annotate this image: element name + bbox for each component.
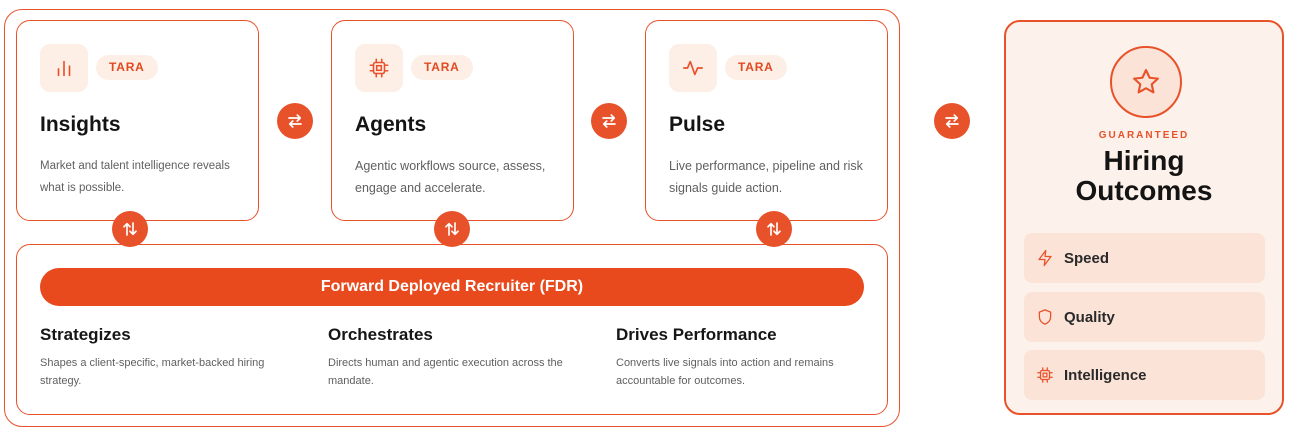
fdr-column-title: Drives Performance	[616, 325, 777, 344]
insights-card: TARA Insights Market and talent intellig…	[16, 20, 259, 221]
pulse-card: TARA Pulse Live performance, pipeline an…	[645, 20, 888, 221]
fdr-column-drives-performance: Drives Performance Converts live signals…	[616, 325, 871, 390]
swap-vertical-icon	[434, 211, 470, 247]
tara-badge: TARA	[96, 55, 158, 80]
card-description: Market and talent intelligence reveals w…	[40, 160, 230, 194]
card-description: Agentic workflows source, assess, engage…	[355, 159, 546, 195]
card-title: Agents	[355, 113, 427, 136]
fdr-column-description: Directs human and agentic execution acro…	[328, 357, 563, 387]
card-description: Live performance, pipeline and risk sign…	[669, 159, 863, 195]
outcome-title: Hiring Outcomes	[1075, 145, 1213, 206]
outcome-item-intelligence: Intelligence	[1024, 350, 1265, 400]
bar-chart-icon	[40, 44, 88, 92]
fdr-column-title: Strategizes	[40, 325, 131, 344]
pulse-icon	[669, 44, 717, 92]
fdr-panel: Forward Deployed Recruiter (FDR) Strateg…	[16, 244, 888, 415]
hiring-outcomes-panel: GUARANTEED Hiring Outcomes Speed Quality	[1004, 20, 1284, 415]
fdr-column-description: Shapes a client-specific, market-backed …	[40, 357, 265, 387]
swap-vertical-icon	[756, 211, 792, 247]
agents-card: TARA Agents Agentic workflows source, as…	[331, 20, 574, 221]
tara-badge: TARA	[411, 55, 473, 80]
lightning-icon	[1036, 249, 1054, 267]
outcome-item-label: Speed	[1064, 249, 1110, 267]
chip-icon	[355, 44, 403, 92]
outcome-item-quality: Quality	[1024, 292, 1265, 342]
shield-icon	[1036, 308, 1054, 326]
chip-icon	[1036, 366, 1054, 384]
outcome-item-label: Intelligence	[1064, 366, 1147, 384]
tara-badge: TARA	[725, 55, 787, 80]
outcome-item-speed: Speed	[1024, 233, 1265, 283]
fdr-column-description: Converts live signals into action and re…	[616, 357, 834, 387]
outcome-item-label: Quality	[1064, 308, 1115, 326]
tara-platform-frame	[4, 9, 900, 427]
swap-horizontal-icon	[934, 103, 970, 139]
fdr-column-orchestrates: Orchestrates Directs human and agentic e…	[328, 325, 583, 390]
swap-horizontal-icon	[277, 103, 313, 139]
swap-vertical-icon	[112, 211, 148, 247]
outcome-eyebrow: GUARANTEED	[1098, 130, 1190, 141]
fdr-title-bar: Forward Deployed Recruiter (FDR)	[40, 268, 864, 306]
card-title: Pulse	[669, 113, 726, 136]
swap-horizontal-icon	[591, 103, 627, 139]
card-title: Insights	[40, 113, 121, 136]
fdr-column-title: Orchestrates	[328, 325, 433, 344]
fdr-column-strategizes: Strategizes Shapes a client-specific, ma…	[40, 325, 295, 390]
star-icon	[1110, 46, 1182, 118]
